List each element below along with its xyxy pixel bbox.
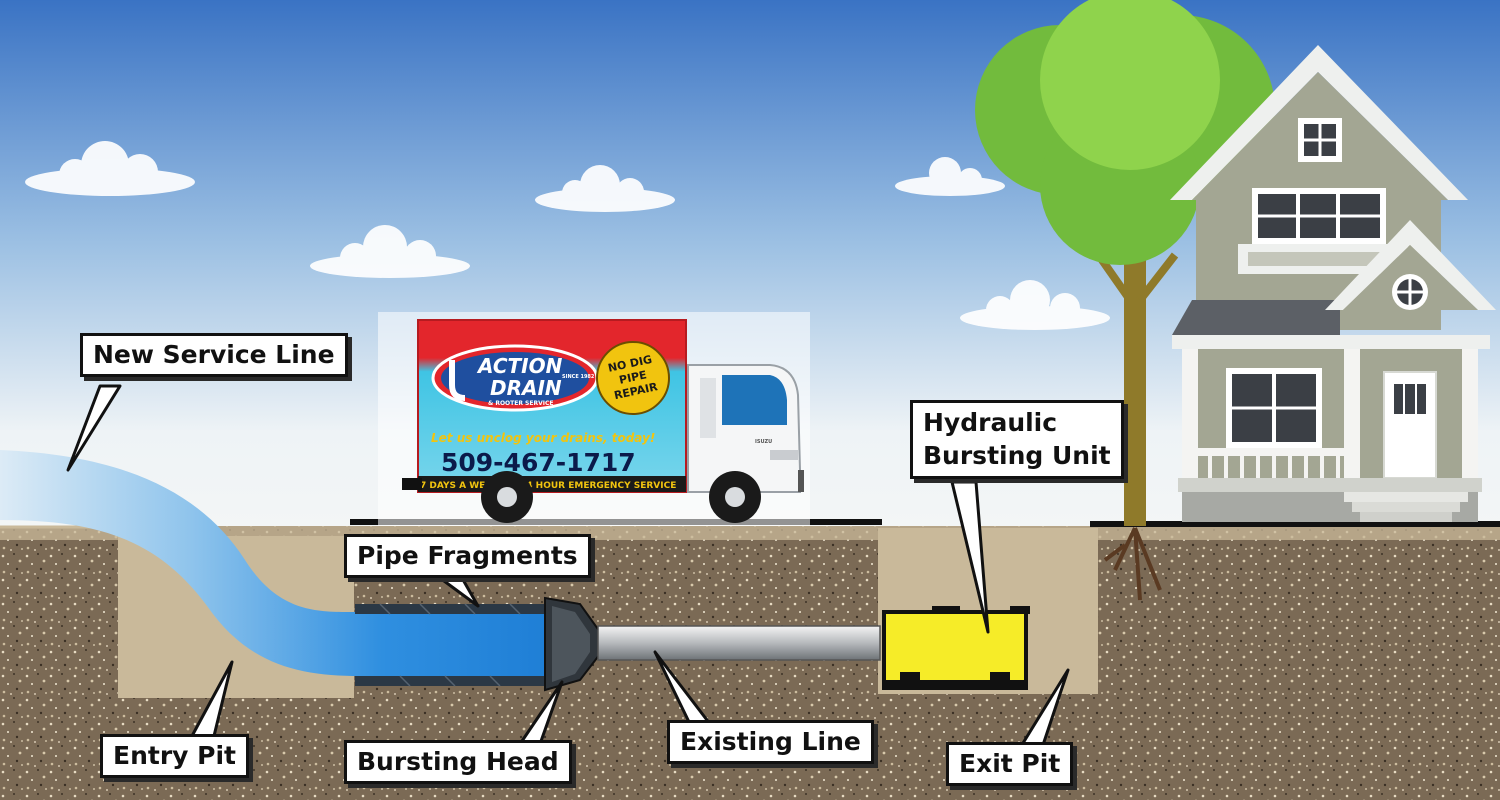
truck-brand-sub: & ROOTER SERVICE	[488, 400, 553, 407]
pipe-fragments-top	[355, 604, 545, 614]
label-hydraulic-bursting-unit: Hydraulic Bursting Unit	[910, 400, 1124, 479]
cloud	[535, 165, 675, 212]
label-existing-line: Existing Line	[667, 720, 874, 764]
badge-line2: PIPE	[618, 368, 648, 386]
new-service-line-pipe	[0, 450, 545, 676]
label-pipe-fragments: Pipe Fragments	[344, 534, 591, 578]
label-hydraulic-line2: Bursting Unit	[923, 440, 1111, 470]
existing-line-pipe	[597, 625, 881, 661]
house	[1170, 45, 1496, 522]
truck-since: SINCE 1982	[562, 374, 595, 380]
label-hydraulic-line1: Hydraulic	[923, 408, 1058, 437]
pointer-new-service-line	[66, 384, 122, 472]
label-bursting-head: Bursting Head	[344, 740, 572, 784]
hydraulic-bursting-unit	[882, 606, 1030, 690]
callout-pointers	[66, 384, 1070, 750]
pointer-pipe-fragments	[438, 576, 480, 608]
truck-days: 7 DAYS A WEEK	[420, 481, 499, 491]
pointer-hydraulic-unit	[950, 480, 990, 634]
no-dig-badge	[596, 341, 670, 415]
label-entry-pit: Entry Pit	[100, 734, 249, 778]
clouds	[25, 141, 1110, 330]
tree	[975, 0, 1275, 601]
truck-cab-badge: ISUZU	[755, 439, 772, 445]
truck-slogan: Let us unclog your drains, today!	[431, 431, 655, 445]
cloud	[960, 280, 1110, 330]
cloud	[310, 225, 470, 278]
truck-phone: 509-467-1717	[441, 448, 636, 477]
label-exit-pit: Exit Pit	[946, 742, 1074, 786]
label-new-service-line: New Service Line	[80, 333, 348, 377]
cloud	[895, 157, 1005, 196]
cloud	[25, 141, 195, 196]
truck-emergency: 24 HOUR EMERGENCY SERVICE	[520, 481, 676, 491]
truck-brand-line2: DRAIN	[490, 376, 562, 400]
truck: ACTION DRAIN & ROOTER SERVICE SINCE 1982…	[378, 312, 810, 526]
truck-brand-line1: ACTION	[476, 354, 563, 378]
